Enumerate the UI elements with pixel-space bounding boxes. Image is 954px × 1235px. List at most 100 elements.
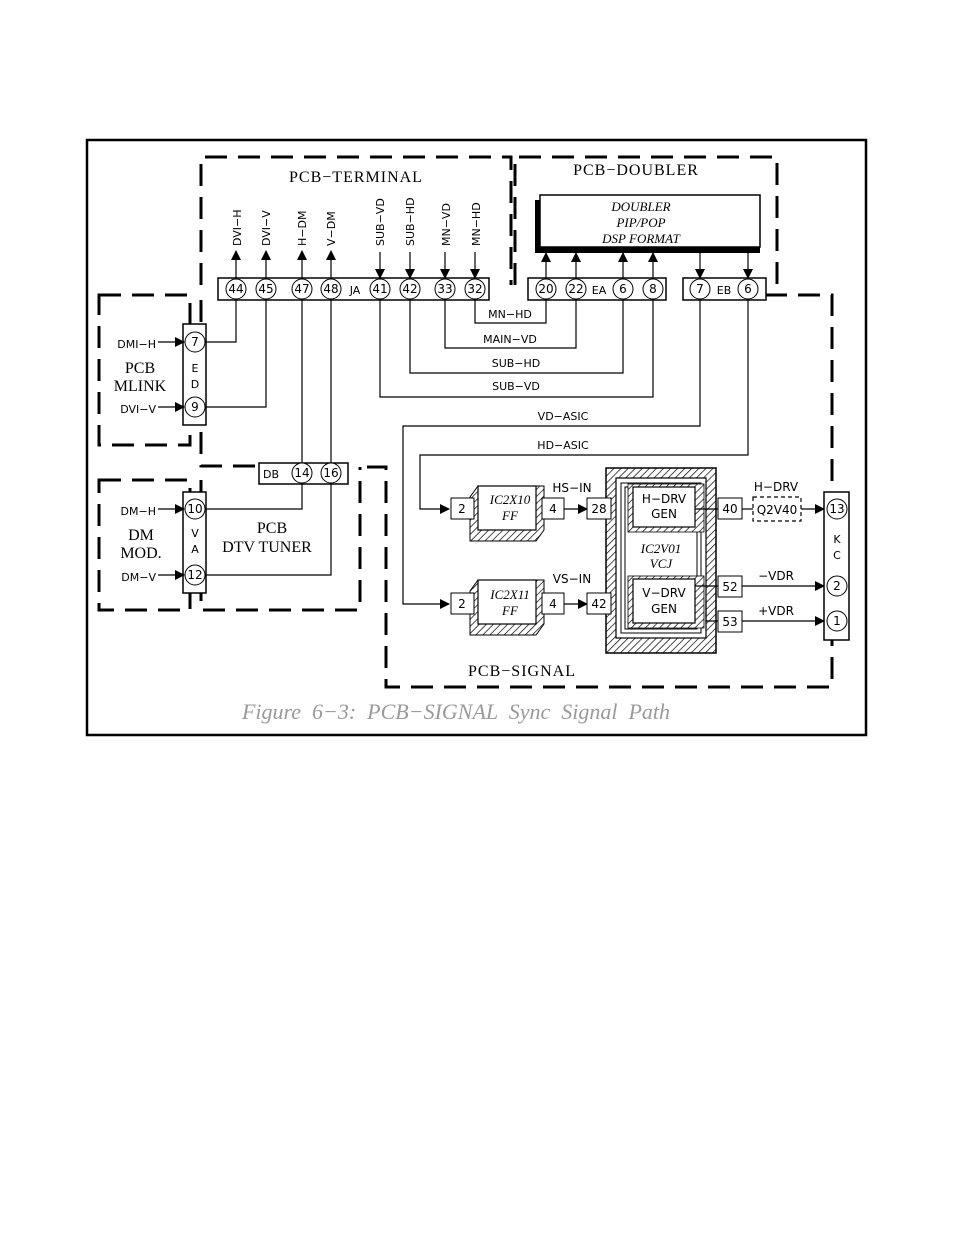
ic2v01-label-2: VCJ	[650, 556, 674, 571]
board-dtv-outline	[199, 467, 362, 612]
route-label-mn-hd: MN−HD	[488, 308, 532, 321]
board-mlink-title-2: MLINK	[114, 378, 167, 395]
wire-vdrv-to-53	[705, 600, 718, 622]
pin-eb-6	[737, 278, 759, 300]
hdrv-gen-label-1: H−DRV	[642, 492, 687, 506]
input-label-dm-v: DM−V	[121, 571, 156, 584]
label-hs-in: HS−IN	[552, 481, 591, 495]
pin-ja-47	[291, 278, 313, 300]
board-dtv-title-1: PCB	[257, 520, 287, 537]
vdrv-gen-block	[632, 578, 696, 624]
board-terminal-title: PCB−TERMINAL	[289, 169, 423, 186]
ic2x10-pin-in-label: 2	[458, 502, 466, 516]
pin-ja-41	[369, 278, 391, 300]
hdrv-gen-block	[632, 486, 696, 528]
connector-ja	[217, 277, 490, 301]
pin-ea-22-label: 22	[568, 282, 583, 296]
ic2v01-pin-28-label: 28	[591, 502, 606, 516]
label-pos-vdr: +VDR	[758, 604, 794, 618]
signal-mn-hd: MN−HD	[470, 202, 483, 246]
wire-mn-hd	[474, 300, 547, 324]
connector-va-letter-2: A	[191, 543, 199, 556]
pin-kc-13-label: 13	[829, 502, 844, 516]
pin-va-10-label: 10	[187, 502, 202, 516]
pin-ja-44	[225, 278, 247, 300]
signal-sub-vd: SUB−VD	[374, 198, 387, 246]
ic2v01-pin-52-label: 52	[722, 580, 737, 594]
pin-ja-45-label: 45	[258, 282, 273, 296]
pin-ja-48-label: 48	[323, 282, 338, 296]
wire-dvi-v	[206, 300, 267, 408]
pin-ea-6	[612, 278, 634, 300]
pin-ja-44-label: 44	[228, 282, 243, 296]
board-dm-outline	[97, 478, 192, 612]
wire-sub-hd	[409, 300, 624, 374]
pin-ja-32-label: 32	[467, 282, 482, 296]
label-neg-vdr: −VDR	[758, 569, 794, 583]
pin-db-16-label: 16	[323, 466, 338, 480]
board-signal-title: PCB−SIGNAL	[468, 663, 576, 680]
pin-ja-45	[255, 278, 277, 300]
ic2x11-label-2: FF	[501, 603, 519, 618]
wire-sub-vd	[379, 300, 654, 398]
ic2x10-label-1: IC2X10	[489, 492, 531, 507]
pin-eb-7	[689, 278, 711, 300]
pin-kc-1	[826, 610, 848, 632]
doubler-block	[539, 194, 761, 248]
pin-eb-7-label: 7	[696, 282, 704, 296]
board-dm-title-2: MOD.	[120, 545, 161, 562]
hdrv-gen-label-2: GEN	[651, 507, 677, 521]
board-terminal-outline	[199, 155, 513, 285]
connector-ed-letter-1: E	[192, 362, 199, 375]
ic2x11-pin-in	[450, 592, 475, 615]
board-dm-title-1: DM	[128, 527, 154, 544]
pin-ed-9	[184, 396, 206, 418]
ic2x10-label-2: FF	[501, 508, 519, 523]
connector-eb-name: EB	[717, 284, 732, 297]
pin-kc-1-label: 1	[833, 614, 841, 628]
figure-caption: Figure 6−3: PCB−SIGNAL Sync Signal Path	[241, 699, 670, 724]
pin-ja-32	[464, 278, 486, 300]
wire-v-dm-to-va	[206, 484, 332, 576]
pin-ea-20	[535, 278, 557, 300]
pin-eb-6-label: 6	[744, 282, 752, 296]
wire-h-dm-to-va	[206, 484, 303, 510]
pin-ja-48	[320, 278, 342, 300]
pin-ja-47-label: 47	[294, 282, 309, 296]
route-label-main-vd: MAIN−VD	[483, 333, 537, 346]
wire-hd-asic	[419, 300, 749, 514]
pin-ed-9-label: 9	[191, 400, 199, 414]
pin-db-16	[320, 462, 342, 484]
pin-ja-33-label: 33	[437, 282, 452, 296]
pin-va-12-label: 12	[187, 568, 202, 582]
doubler-line-2: PIP/POP	[615, 215, 665, 230]
board-dtv-title-2: DTV TUNER	[222, 539, 312, 556]
pin-ea-8-label: 8	[649, 282, 657, 296]
board-mlink-title-1: PCB	[125, 360, 155, 377]
signal-sub-hd: SUB−HD	[404, 197, 417, 246]
pin-ea-8	[642, 278, 664, 300]
ic2x11-pin-in-label: 2	[458, 597, 466, 611]
ic2x10-block	[477, 485, 537, 531]
connector-kc-letter-1: K	[833, 533, 841, 546]
pin-kc-13	[826, 498, 848, 520]
ic2x11-label-1: IC2X11	[489, 587, 529, 602]
ic2v01-pin-40-label: 40	[722, 502, 737, 516]
pin-ja-41-label: 41	[372, 282, 387, 296]
pin-kc-2-label: 2	[833, 579, 841, 593]
pin-ea-22	[565, 278, 587, 300]
connector-kc-letter-2: C	[833, 549, 841, 562]
ic2x10-pin-out-label: 4	[549, 502, 557, 516]
doubler-line-3: DSP FORMAT	[601, 231, 680, 246]
wire-dvi-h	[206, 300, 237, 343]
pin-ea-20-label: 20	[538, 282, 553, 296]
board-doubler-title: PCB−DOUBLER	[573, 162, 699, 179]
ic2v01-pin-42	[586, 592, 612, 615]
signal-v-dm: V−DM	[325, 211, 338, 246]
pin-kc-2	[826, 575, 848, 597]
ic2x10-pin-in	[450, 497, 475, 520]
input-label-dmi-h: DMI−H	[117, 338, 156, 351]
connector-ea-name: EA	[592, 284, 607, 297]
pin-db-14	[291, 462, 313, 484]
pin-va-10	[184, 498, 206, 520]
